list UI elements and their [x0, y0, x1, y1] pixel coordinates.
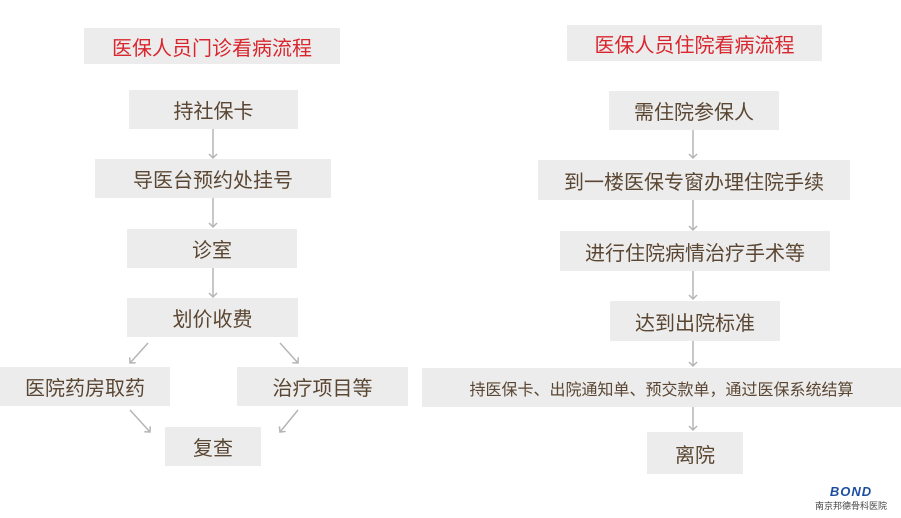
- outpatient-final: 复查: [165, 427, 261, 466]
- logo-mark: BOND: [829, 484, 873, 499]
- outpatient-title: 医保人员门诊看病流程: [84, 28, 340, 64]
- outpatient-step-3: 诊室: [127, 229, 297, 268]
- inpatient-title: 医保人员住院看病流程: [567, 25, 822, 61]
- inpatient-step-3: 进行住院病情治疗手术等: [560, 231, 830, 271]
- arrow: [279, 342, 300, 364]
- outpatient-step-1: 持社保卡: [129, 90, 298, 129]
- arrow: [278, 409, 299, 433]
- inpatient-step-2: 到一楼医保专窗办理住院手续: [538, 160, 850, 200]
- outpatient-step-2: 导医台预约处挂号: [95, 159, 331, 198]
- outpatient-branch-right: 治疗项目等: [237, 367, 408, 406]
- outpatient-branch-left: 医院药房取药: [0, 367, 170, 406]
- arrow: [129, 409, 152, 433]
- outpatient-step-4: 划价收费: [127, 298, 298, 337]
- inpatient-step-6: 离院: [647, 432, 743, 474]
- inpatient-step-4: 达到出院标准: [610, 301, 780, 341]
- inpatient-step-1: 需住院参保人: [609, 91, 779, 130]
- hospital-logo: BOND 南京邦德骨科医院: [815, 484, 887, 512]
- logo-text: 南京邦德骨科医院: [814, 502, 887, 512]
- arrow: [128, 342, 149, 364]
- inpatient-step-5: 持医保卡、出院通知单、预交款单，通过医保系统结算: [422, 368, 901, 407]
